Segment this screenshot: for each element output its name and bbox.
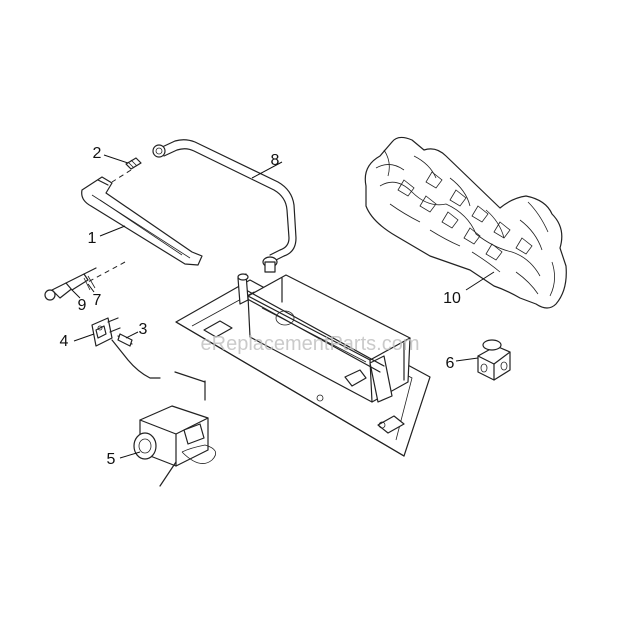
pilot-assembly-part[interactable] — [91, 317, 121, 347]
callout-label-10[interactable]: 10 — [443, 290, 461, 307]
gas-tube-part[interactable] — [152, 139, 297, 273]
callout-label-5[interactable]: 5 — [107, 451, 116, 468]
callout-label-8[interactable]: 8 — [271, 152, 280, 169]
orifice-part[interactable] — [111, 157, 142, 183]
burner-box[interactable] — [237, 273, 411, 403]
regulator-part[interactable] — [477, 339, 511, 381]
callout-label-6[interactable]: 6 — [446, 355, 455, 372]
log-set-part[interactable] — [364, 136, 567, 309]
callout-label-4[interactable]: 4 — [60, 333, 69, 350]
callout-label-9[interactable]: 9 — [78, 297, 87, 314]
callout-label-2[interactable]: 2 — [93, 145, 102, 162]
pilot-tube-part[interactable] — [111, 333, 161, 379]
callout-label-1[interactable]: 1 — [88, 230, 97, 247]
callout-label-3[interactable]: 3 — [139, 321, 148, 338]
electrode-part[interactable] — [83, 275, 96, 291]
firebox-tray[interactable] — [175, 279, 431, 457]
callout-label-7[interactable]: 7 — [93, 292, 102, 309]
watermark-text: eReplacementParts.com — [201, 333, 420, 355]
burner-part[interactable] — [81, 176, 203, 266]
gas-valve-part[interactable] — [133, 371, 217, 487]
connector-line — [87, 261, 126, 283]
leader-lines — [71, 154, 495, 459]
igniter-part[interactable] — [44, 267, 97, 301]
